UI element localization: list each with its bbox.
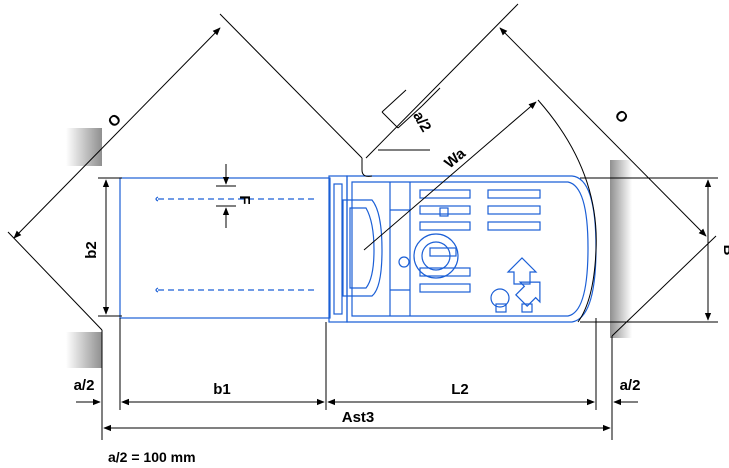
manufacturer-logo	[490, 257, 541, 308]
steering-wheel	[413, 233, 459, 279]
label-a2-left: a/2	[74, 377, 95, 394]
label-b1: b1	[213, 381, 231, 398]
chassis	[346, 175, 597, 323]
seat	[342, 199, 383, 297]
label-l2: L2	[451, 381, 469, 398]
right-wall	[610, 160, 632, 338]
o-right-dimension	[499, 27, 707, 237]
label-wa: Wa	[441, 145, 469, 173]
o-left-dimension	[13, 27, 221, 239]
left-wall-upper	[66, 128, 102, 166]
label-a2-right: a/2	[620, 377, 641, 394]
label-o-right: O	[611, 107, 632, 128]
label-ast3: Ast3	[342, 409, 375, 426]
note-a2-value: a/2 = 100 mm	[108, 449, 196, 465]
turning-arc	[537, 99, 597, 323]
label-b2: b2	[83, 241, 100, 259]
label-b: B	[720, 245, 729, 256]
label-f: F	[236, 195, 253, 204]
forklift-truck	[119, 175, 597, 323]
label-a2-diagonal: a/2	[409, 108, 434, 135]
left-wall-lower	[66, 332, 102, 368]
mast	[328, 175, 348, 323]
